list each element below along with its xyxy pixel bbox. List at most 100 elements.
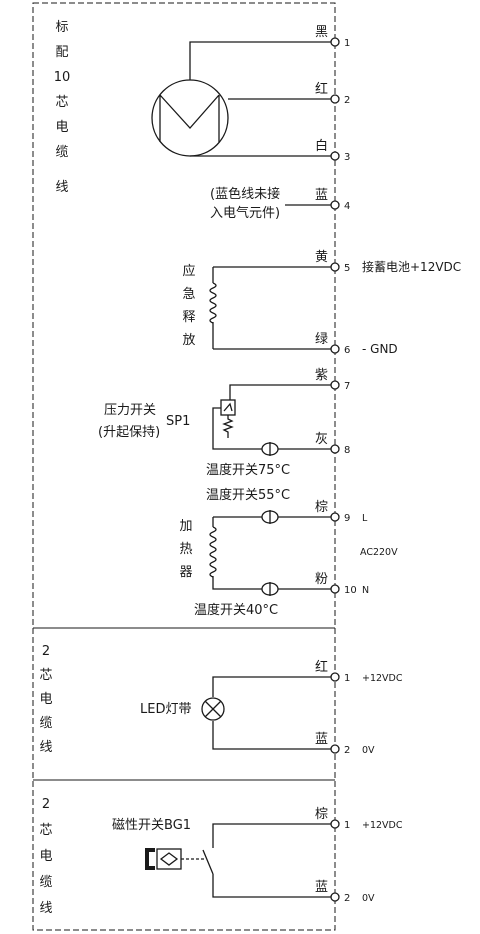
cable-label-char: 线	[55, 180, 68, 195]
terminal: 黑1	[315, 25, 350, 49]
wire-color-label: 棕	[315, 500, 328, 515]
wire-color-label: 蓝	[315, 880, 328, 895]
terminal-pin	[330, 262, 340, 272]
sp1-label: SP1	[166, 414, 190, 429]
wire-color-label: 白	[315, 138, 328, 154]
cable-label-2-core-a: 2 芯 电 缆 线	[39, 644, 52, 755]
ac-voltage-label: AC220V	[360, 547, 398, 558]
cable-label-char: 2	[42, 644, 50, 659]
cable-label-char: 电	[39, 692, 52, 707]
terminal-number: 2	[344, 745, 350, 756]
section-magnetic-switch: 2 芯 电 缆 线 磁性开关BG1	[39, 797, 335, 916]
cable-label-char: 2	[42, 797, 50, 812]
terminal-pin	[330, 380, 340, 390]
terminal: 棕 1 +12VDC	[315, 807, 403, 831]
external-connection-label: 0V	[362, 745, 375, 756]
cable-label-char: 线	[39, 901, 52, 916]
pressure-switch-label: 压力开关	[104, 403, 156, 418]
terminal-number: 3	[344, 152, 350, 163]
magnetic-switch-wires	[202, 823, 335, 898]
heater-circuit: 温度开关55°C 温度开关40°C	[194, 487, 335, 618]
magnet-sensor-icon	[145, 848, 205, 870]
cable-label-char: 芯	[55, 95, 68, 110]
wire-color-label: 灰	[315, 432, 328, 447]
cable-label-2-core-b: 2 芯 电 缆 线	[39, 797, 52, 916]
terminal: 紫7	[315, 368, 350, 392]
terminal-number: 9	[344, 513, 350, 524]
terminal-pin	[330, 344, 340, 354]
blue-note-line-2: 入电气元件)	[210, 205, 280, 221]
pressure-switch-note: (升起保持)	[98, 425, 160, 440]
terminal: 棕 9 L	[315, 500, 368, 524]
terminal-number: 6	[344, 345, 350, 356]
external-connection-label: L	[362, 513, 368, 524]
terminal: 灰8	[315, 432, 350, 456]
terminal-pin	[330, 94, 340, 104]
terminal: 白3	[315, 138, 350, 163]
terminal-pin	[330, 444, 340, 454]
terminal-number: 5	[344, 263, 350, 274]
terminal-pin	[330, 892, 340, 902]
emergency-release-char: 急	[182, 287, 195, 302]
terminal-pin	[330, 200, 340, 210]
led-lamp-icon	[201, 697, 225, 721]
terminal-number: 2	[344, 893, 350, 904]
pressure-switch-sp1	[212, 384, 335, 456]
emergency-release-label: 应 急 释 放	[182, 263, 195, 348]
led-strip-label: LED灯带	[140, 702, 191, 717]
cable-label-char: 缆	[55, 144, 68, 160]
led-wires	[212, 676, 335, 750]
wire-color-label: 粉	[315, 572, 328, 587]
cable-label-char: 线	[39, 740, 52, 755]
wire-color-label: 蓝	[315, 732, 328, 747]
wire-color-label: 蓝	[315, 188, 328, 203]
wire-color-label: 棕	[315, 807, 328, 822]
external-connection-label: 接蓄电池+12VDC	[362, 259, 461, 274]
wire-color-label: 黄	[315, 250, 328, 265]
heater-char: 热	[179, 542, 192, 557]
terminal-pin	[330, 744, 340, 754]
cable-label-char: 10	[54, 70, 71, 85]
motor-symbol	[151, 41, 335, 157]
terminal-number: 1	[344, 38, 350, 49]
terminal-pin	[330, 819, 340, 829]
terminal: 绿6- GND	[315, 332, 398, 356]
emergency-release-coil	[209, 266, 335, 350]
terminal-number: 8	[344, 445, 350, 456]
cable-label-char: 缆	[39, 874, 52, 890]
section-10-core: 标 配 10 芯 电 缆 线 (蓝色线未接 入电气元件) 应 急 释	[54, 20, 398, 618]
terminal-number: 1	[344, 820, 350, 831]
terminal: 红2	[315, 81, 350, 106]
wire-color-label: 黑	[315, 25, 328, 40]
cable-label-char: 电	[39, 849, 52, 864]
external-connection-label: 0V	[362, 893, 375, 904]
terminal-pin	[330, 584, 340, 594]
terminal: 蓝4	[315, 188, 350, 212]
temp-switch-55-label: 温度开关55°C	[206, 487, 290, 503]
terminal-pin	[330, 672, 340, 682]
magnetic-switch-label: 磁性开关BG1	[112, 818, 191, 833]
external-connection-label: N	[362, 585, 369, 596]
terminal-pin	[330, 512, 340, 522]
terminal-number: 7	[344, 381, 350, 392]
wire-color-label: 红	[315, 659, 328, 675]
section-led-strip: 2 芯 电 缆 线 LED灯带	[39, 644, 335, 755]
cable-label-char: 芯	[39, 668, 52, 683]
heater-char: 加	[179, 519, 192, 534]
emergency-release-char: 释	[182, 310, 195, 325]
terminal-number: 1	[344, 673, 350, 684]
cable-label-char: 电	[55, 120, 68, 135]
wire-color-label: 紫	[315, 368, 328, 383]
wire-color-label: 绿	[315, 332, 328, 347]
terminal-pin	[330, 37, 340, 47]
cable-label-char: 芯	[39, 823, 52, 838]
terminal-pin	[330, 151, 340, 161]
terminal: 蓝 2 0V	[315, 732, 375, 756]
blue-note-line-1: (蓝色线未接	[210, 186, 280, 202]
external-connection-label: +12VDC	[362, 820, 403, 831]
wire-color-label: 红	[315, 81, 328, 97]
terminal: 黄 5 接蓄电池+12VDC	[315, 250, 461, 274]
cable-label-char: 缆	[39, 715, 52, 731]
